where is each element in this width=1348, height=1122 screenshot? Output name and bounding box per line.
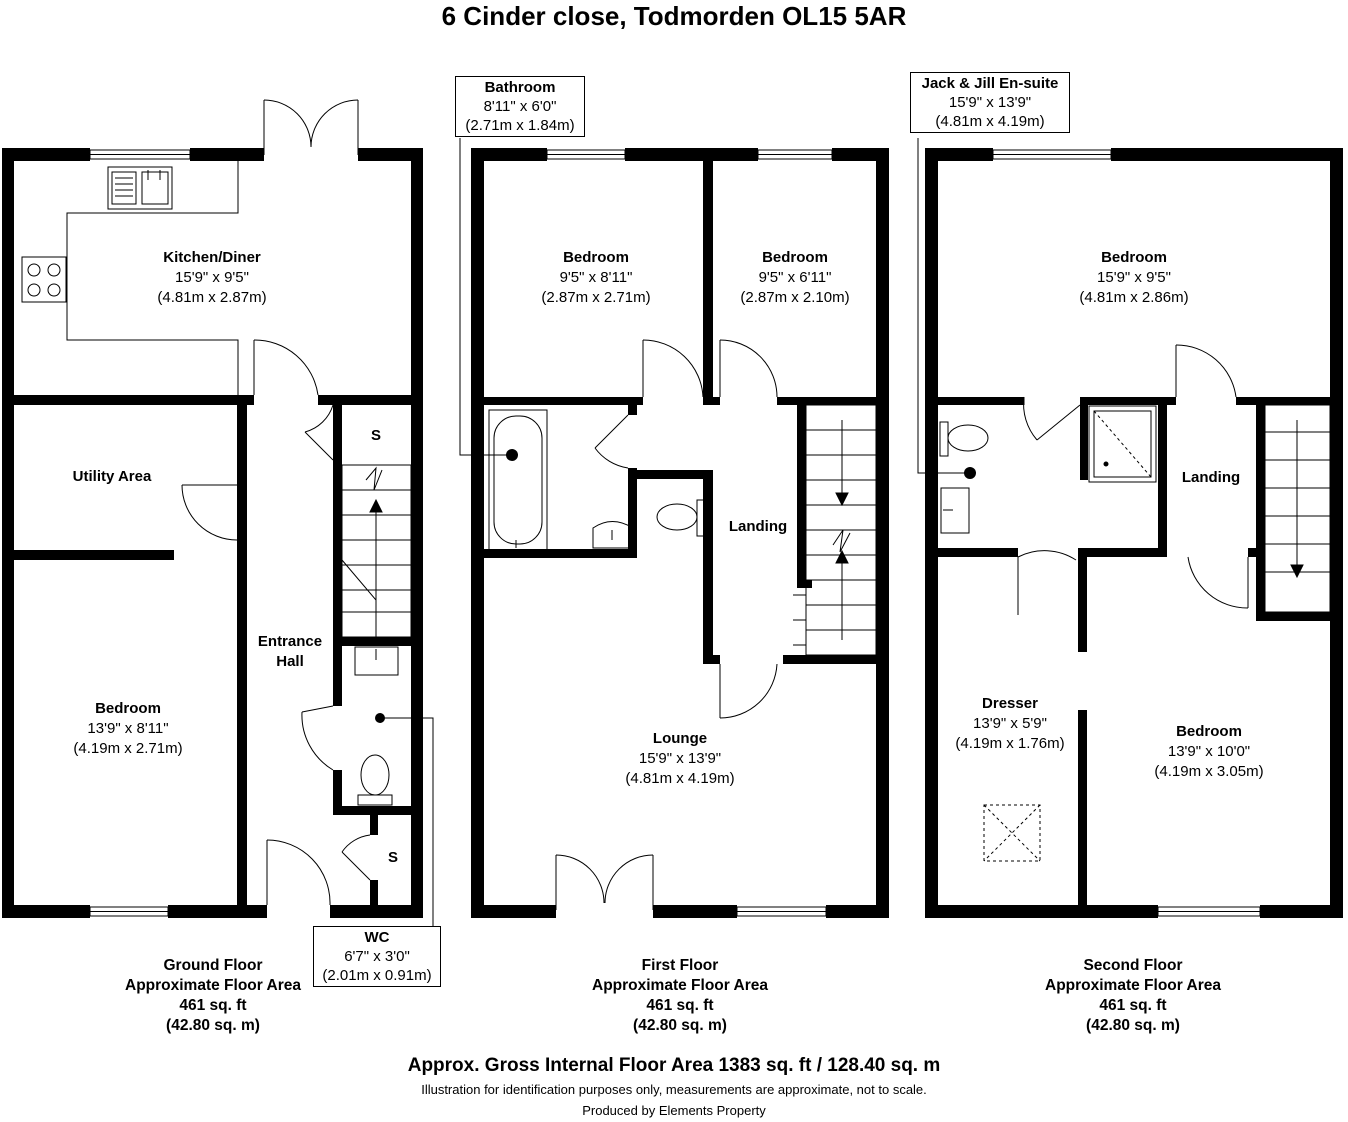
plan-title: 6 Cinder close, Todmorden OL15 5AR: [441, 1, 907, 31]
room-second-bedroom-2: Bedroom 13'9" x 10'0" (4.19m x 3.05m): [1154, 722, 1263, 782]
floor-name: First Floor: [641, 957, 719, 974]
room-size-imperial: 13'9" x 8'11": [87, 720, 169, 737]
room-name: WC: [364, 929, 390, 946]
floor-area-sqm: (42.80 sq. m): [166, 1017, 260, 1034]
floor-summary-ground: Ground Floor Approximate Floor Area 461 …: [125, 956, 301, 1036]
room-size-metric: (2.87m x 2.71m): [541, 289, 651, 306]
room-store-lower: S: [388, 848, 398, 868]
room-entrance-hall: Entrance Hall: [258, 632, 322, 672]
room-name: Bedroom: [1176, 723, 1242, 740]
store-label: S: [387, 849, 399, 866]
floor-area-label: Approximate Floor Area: [592, 977, 768, 994]
first-floor-plan: [471, 148, 889, 918]
room-name: Bedroom: [1101, 249, 1167, 266]
room-store-upper: S: [371, 426, 381, 446]
room-size-imperial: 6'7" x 3'0": [344, 948, 410, 965]
room-size-imperial: 15'9" x 9'5": [175, 269, 249, 286]
floor-name: Ground Floor: [163, 957, 263, 974]
callout-wc: WC 6'7" x 3'0" (2.01m x 0.91m): [313, 926, 441, 987]
disclaimer: Illustration for identification purposes…: [421, 1082, 927, 1097]
ground-floor-plan: [2, 148, 423, 918]
floor-area-sqm: (42.80 sq. m): [1086, 1017, 1180, 1034]
second-floor-plan: [925, 148, 1343, 918]
room-size-imperial: 13'9" x 10'0": [1167, 743, 1251, 760]
room-size-metric: (4.81m x 4.19m): [625, 770, 735, 787]
producer-credit: Produced by Elements Property: [582, 1103, 766, 1118]
first-floor-fixtures: [459, 138, 877, 917]
room-name: Bedroom: [563, 249, 629, 266]
callout-bathroom: Bathroom 8'11" x 6'0" (2.71m x 1.84m): [455, 76, 585, 137]
room-size-imperial: 15'9" x 9'5": [1097, 269, 1171, 286]
room-second-bedroom-1: Bedroom 15'9" x 9'5" (4.81m x 2.86m): [1079, 248, 1188, 308]
floor-summary-second: Second Floor Approximate Floor Area 461 …: [1045, 956, 1221, 1036]
callout-jack-jill-ensuite: Jack & Jill En-suite 15'9" x 13'9" (4.81…: [910, 72, 1070, 133]
room-dresser: Dresser 13'9" x 5'9" (4.19m x 1.76m): [955, 694, 1064, 754]
room-name-line2: Hall: [276, 653, 304, 670]
bathroom-marker: [506, 449, 518, 461]
room-first-landing: Landing: [729, 517, 787, 537]
floor-name: Second Floor: [1083, 957, 1183, 974]
ground-floor-fixtures: [21, 99, 434, 926]
room-first-bedroom-2: Bedroom 9'5" x 6'11" (2.87m x 2.10m): [740, 248, 849, 308]
room-size-imperial: 13'9" x 5'9": [973, 715, 1047, 732]
room-ground-bedroom: Bedroom 13'9" x 8'11" (4.19m x 2.71m): [73, 699, 182, 759]
room-size-metric: (4.81m x 2.87m): [157, 289, 267, 306]
second-floor-fixtures: [917, 138, 1331, 917]
room-size-metric: (2.01m x 0.91m): [322, 967, 432, 984]
room-lounge: Lounge 15'9" x 13'9" (4.81m x 4.19m): [625, 729, 734, 789]
floor-area-sqft: 461 sq. ft: [179, 997, 247, 1014]
room-name: Bathroom: [484, 79, 556, 96]
store-label: S: [370, 427, 382, 444]
room-size-metric: (4.81m x 2.86m): [1079, 289, 1189, 306]
floor-area-sqm: (42.80 sq. m): [633, 1017, 727, 1034]
room-size-imperial: 15'9" x 13'9": [638, 750, 722, 767]
room-name: Kitchen/Diner: [163, 249, 261, 266]
room-name: Lounge: [652, 730, 708, 747]
room-name: Bedroom: [762, 249, 828, 266]
floor-area-sqft: 461 sq. ft: [1099, 997, 1167, 1014]
room-name: Jack & Jill En-suite: [921, 75, 1059, 92]
floor-area-label: Approximate Floor Area: [1045, 977, 1221, 994]
room-utility-area: Utility Area: [73, 467, 152, 487]
room-size-metric: (4.19m x 3.05m): [1154, 763, 1264, 780]
room-first-bedroom-1: Bedroom 9'5" x 8'11" (2.87m x 2.71m): [541, 248, 650, 308]
room-name: Bedroom: [95, 700, 161, 717]
room-size-imperial: 9'5" x 6'11": [758, 269, 832, 286]
room-second-landing: Landing: [1182, 468, 1240, 488]
room-name: Dresser: [982, 695, 1038, 712]
room-size-metric: (4.19m x 2.71m): [73, 740, 183, 757]
room-size-metric: (2.87m x 2.10m): [740, 289, 850, 306]
ensuite-marker: [964, 467, 976, 479]
room-name: Landing: [728, 518, 788, 535]
floor-area-sqft: 461 sq. ft: [646, 997, 714, 1014]
room-size-metric: (4.19m x 1.76m): [955, 735, 1065, 752]
room-kitchen-diner: Kitchen/Diner 15'9" x 9'5" (4.81m x 2.87…: [157, 248, 266, 308]
room-size-metric: (2.71m x 1.84m): [465, 117, 575, 134]
wc-marker: [375, 713, 385, 723]
room-size-imperial: 15'9" x 13'9": [948, 94, 1032, 111]
room-size-metric: (4.81m x 4.19m): [935, 113, 1045, 130]
room-size-imperial: 8'11" x 6'0": [483, 98, 557, 115]
gross-floor-area: Approx. Gross Internal Floor Area 1383 s…: [407, 1055, 941, 1076]
room-name: Utility Area: [72, 468, 152, 485]
room-name: Landing: [1181, 469, 1241, 486]
floor-summary-first: First Floor Approximate Floor Area 461 s…: [592, 956, 768, 1036]
room-name-line1: Entrance: [257, 633, 323, 650]
floor-area-label: Approximate Floor Area: [125, 977, 301, 994]
room-size-imperial: 9'5" x 8'11": [559, 269, 633, 286]
